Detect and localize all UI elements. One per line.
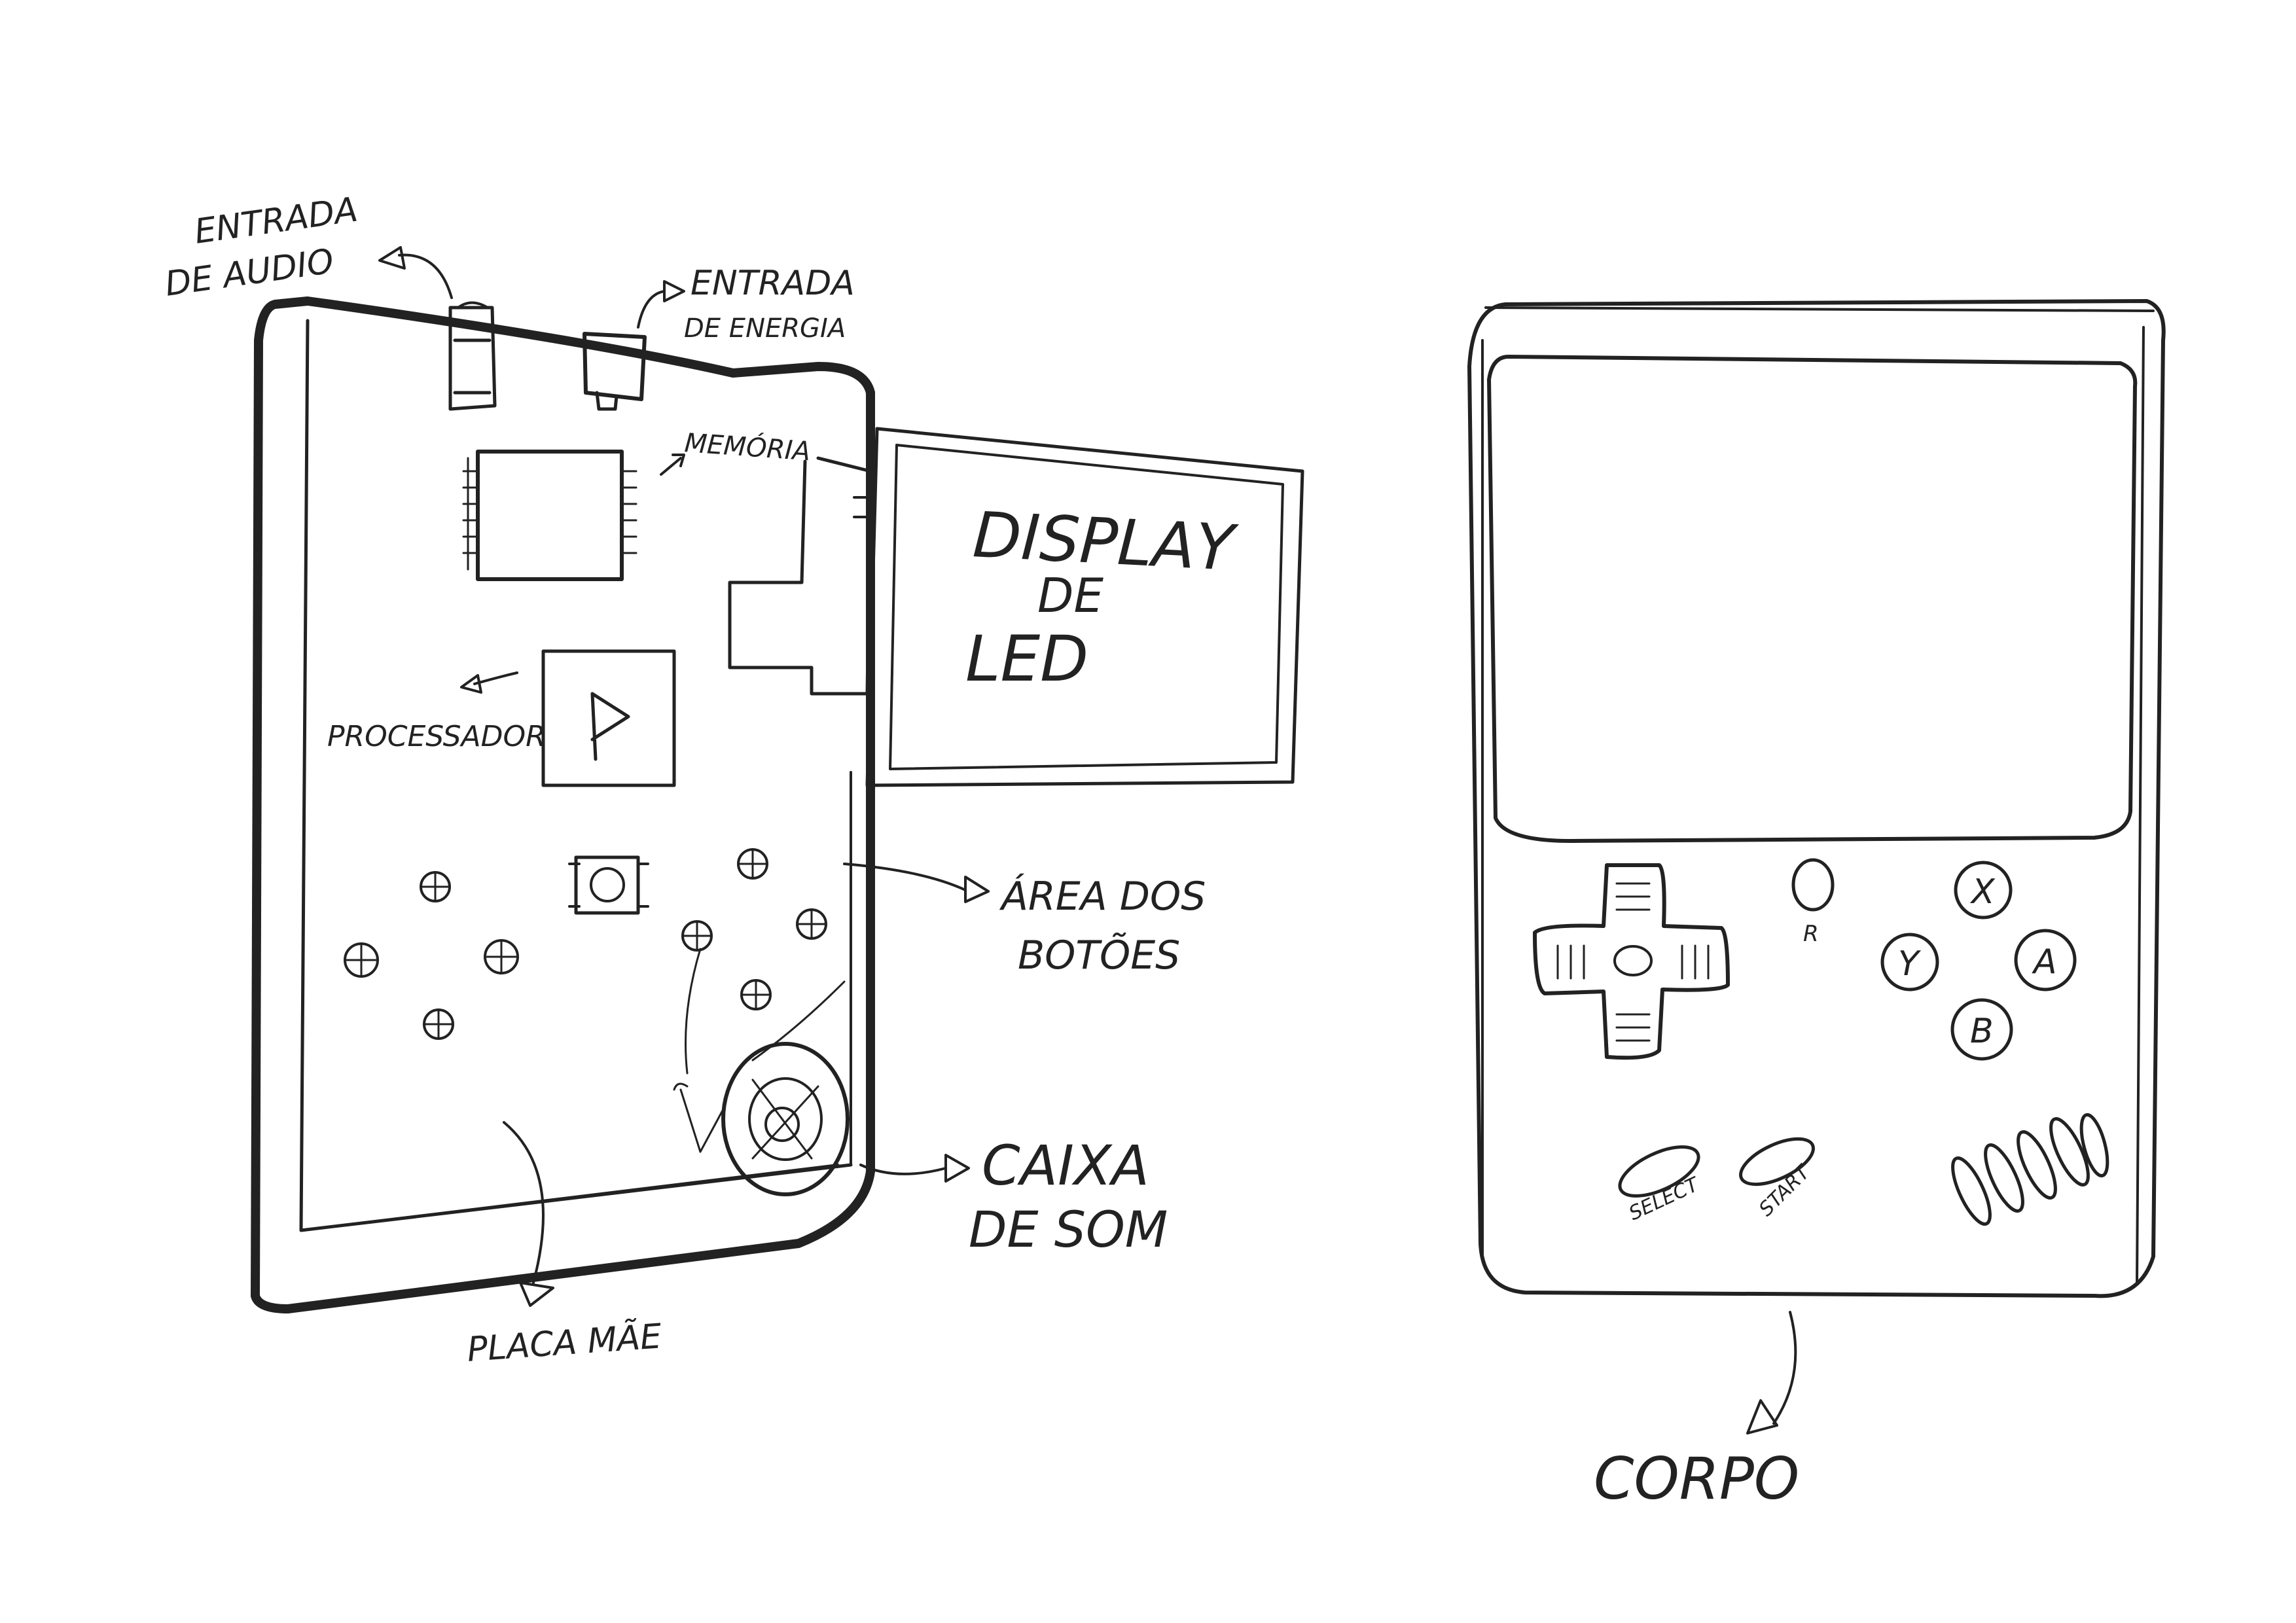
button-pads: [345, 849, 826, 1039]
label-memory: MEMÓRIA: [683, 427, 812, 467]
button-pad: [742, 980, 770, 1009]
memory-chip: [463, 452, 636, 579]
b-button-label: B: [1970, 1012, 1994, 1051]
button-pad: [738, 849, 767, 878]
x-button-label: X: [1969, 872, 1996, 912]
button-pad: [797, 910, 826, 938]
speaker: [674, 1044, 848, 1194]
arrow-memory: [661, 458, 681, 474]
arrow-audio: [399, 255, 452, 298]
button-pad: [683, 921, 711, 950]
console-body-sketch: R X Y A B SELECT START: [1469, 301, 2164, 1433]
arrow-body: [1774, 1312, 1795, 1423]
r-button-label: R: [1803, 921, 1819, 947]
b-button[interactable]: B: [1952, 1000, 2011, 1059]
label-power-input-line2: DE ENERGIA: [684, 313, 846, 344]
select-button[interactable]: SELECT: [1613, 1137, 1705, 1225]
label-audio-input-line1: ENTRADA: [192, 190, 360, 252]
console-screen: [1489, 357, 2135, 841]
label-audio-input-line2: DE AUDIO: [162, 241, 336, 304]
speaker-grille: [1945, 1112, 2112, 1228]
processor-chip: [543, 651, 674, 785]
label-body: CORPO: [1594, 1445, 1799, 1512]
y-button[interactable]: Y: [1882, 935, 1937, 990]
label-button-area-line2: BOTÕES: [1018, 932, 1180, 978]
start-button-label: START: [1755, 1160, 1816, 1221]
arrow-power: [638, 291, 664, 327]
arrow-button-area: [844, 864, 965, 890]
label-speaker-line2: DE SOM: [969, 1200, 1168, 1258]
label-display-line3: LED: [965, 622, 1088, 696]
console-labels: CORPO: [1594, 1445, 1799, 1512]
arrow-processor: [475, 673, 517, 684]
tact-switch: [569, 857, 648, 913]
label-motherboard: PLACA MÃE: [466, 1316, 663, 1370]
label-power-input-line1: ENTRADA: [691, 264, 855, 303]
label-display-line2: DE: [1037, 568, 1103, 623]
button-pad: [485, 940, 518, 973]
y-button-label: Y: [1898, 944, 1922, 984]
console-outline: [1469, 301, 2164, 1296]
display-ribbon: [730, 458, 870, 694]
a-button-label: A: [2032, 942, 2057, 982]
button-pad: [345, 944, 378, 976]
dpad[interactable]: [1535, 865, 1728, 1058]
label-display-line1: DISPLAY: [971, 498, 1240, 585]
button-pad: [421, 872, 450, 901]
start-button[interactable]: START: [1734, 1130, 1820, 1221]
a-button[interactable]: A: [2016, 931, 2075, 990]
r-button[interactable]: R: [1793, 860, 1833, 947]
select-button-label: SELECT: [1626, 1173, 1704, 1226]
label-button-area-line1: ÁREA DOS: [999, 873, 1206, 919]
label-processor: PROCESSADOR: [327, 720, 546, 753]
x-button[interactable]: X: [1956, 863, 2011, 918]
button-pad: [424, 1010, 453, 1039]
label-speaker-line1: CAIXA: [982, 1133, 1149, 1198]
